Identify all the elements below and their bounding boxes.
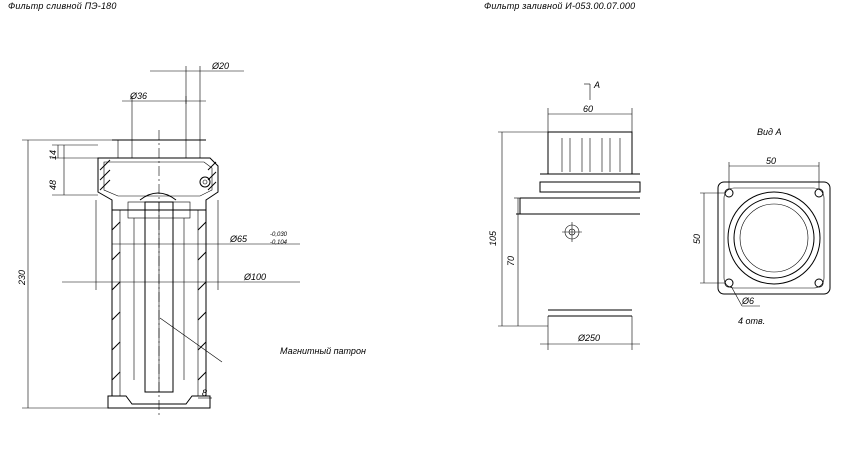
dim-d250: Ø250 [577, 333, 600, 343]
view-a-dim-50-top: 50 [766, 156, 776, 166]
right-drawing-title: Фильтр заливной И-053.00.07.000 [484, 1, 636, 11]
dim-14: 14 [48, 150, 58, 160]
dim-d65: Ø65 [229, 234, 248, 244]
dim-d100: Ø100 [243, 272, 266, 282]
view-a-label: Вид А [757, 127, 782, 137]
dim-48: 48 [48, 180, 58, 190]
left-drawing-title: Фильтр сливной ПЭ-180 [8, 1, 117, 11]
dim-70: 70 [506, 256, 516, 266]
dim-d20: Ø20 [211, 61, 229, 71]
dim-d65-tolerance-lower: -0,104 [270, 240, 288, 246]
label-magnetic-cartridge: Магнитный патрон [280, 346, 366, 356]
left-dimensions [22, 66, 300, 409]
view-a-top-view [700, 162, 831, 307]
view-a-dim-hole: Ø6 [741, 296, 754, 306]
dim-d36: Ø36 [129, 91, 147, 101]
view-a-dim-50-side: 50 [692, 234, 702, 244]
section-mark-a: A [593, 80, 600, 90]
filler-filter-side-view [516, 83, 641, 317]
right-dimensions [498, 108, 640, 350]
view-a-holes-note: 4 отв. [738, 316, 765, 326]
dim-d65-tolerance-upper: -0,030 [270, 232, 288, 238]
dim-105: 105 [488, 230, 498, 246]
dim-60: 60 [583, 104, 593, 114]
mark-8: 8 [202, 388, 207, 398]
drain-filter-section [97, 130, 223, 415]
dim-230: 230 [17, 270, 27, 286]
